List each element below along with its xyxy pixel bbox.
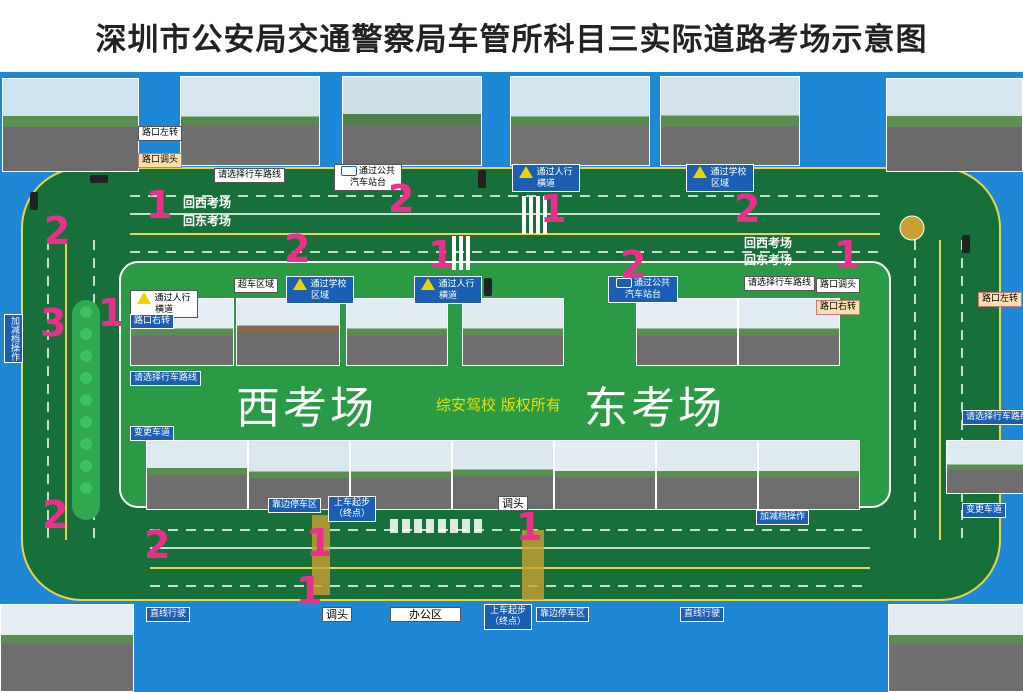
photo-low-6 bbox=[656, 440, 758, 510]
sign-gear-left: 加减档操作 bbox=[4, 314, 23, 363]
marker-15: 1 bbox=[516, 505, 543, 549]
sign-curb-stop: 靠边停车区 bbox=[268, 498, 322, 513]
sign-crosswalk-top: 通过人行横道 bbox=[512, 164, 580, 192]
photo-low-7 bbox=[758, 440, 860, 510]
sign-crosswalk-mid: 通过人行横道 bbox=[414, 276, 482, 304]
sign-school-mid: 通过学校区域 bbox=[286, 276, 354, 304]
zebra-crossing-top bbox=[452, 196, 547, 270]
sign-change-lane-right: 变更车道 bbox=[962, 503, 1007, 518]
photo-top-6 bbox=[886, 78, 1023, 172]
left-median bbox=[72, 300, 100, 520]
hatch-box-left bbox=[312, 515, 330, 595]
marker-11: 1 bbox=[834, 233, 861, 277]
sign-left-turn-right: 路口左转 bbox=[978, 292, 1023, 307]
sign-straight-right: 直线行驶 bbox=[680, 607, 725, 622]
marker-3: 2 bbox=[734, 187, 761, 231]
traffic-lights bbox=[30, 170, 970, 296]
sign-choose-lane-right: 请选择行车路线 bbox=[744, 276, 816, 291]
bus-icon-mid bbox=[615, 278, 632, 288]
pedestrian-warning-icon-left bbox=[137, 292, 152, 304]
photo-low-5 bbox=[554, 440, 656, 510]
photo-low-1 bbox=[146, 440, 248, 510]
sign-bus-stop-mid: 通过公共汽车站台 bbox=[608, 276, 678, 303]
sign-left-turn-top: 路口左转 bbox=[138, 126, 183, 141]
parking-slots bbox=[390, 519, 482, 533]
roundabout-marker bbox=[899, 215, 925, 241]
photo-mid-3 bbox=[346, 298, 448, 366]
sign-office: 办公区 bbox=[390, 607, 461, 622]
watermark: 综安驾校 版权所有 bbox=[436, 396, 561, 414]
sign-bus-stop-mid-label: 通过公共汽车站台 bbox=[624, 278, 670, 300]
map-title: 深圳市公安局交通警察局车管所科目三实际道路考场示意图 bbox=[95, 22, 928, 58]
title-bar: 深圳市公安局交通警察局车管所科目三实际道路考场示意图 bbox=[0, 0, 1023, 72]
sign-school-top: 通过学校区域 bbox=[686, 164, 754, 192]
east-area-label: 东考场 bbox=[584, 383, 725, 434]
sign-u-turn-bottom: 调头 bbox=[322, 607, 352, 622]
marker-13: 2 bbox=[144, 523, 171, 567]
photo-bottom-left bbox=[0, 604, 134, 692]
marker-1: 1 bbox=[146, 183, 173, 227]
photo-top-5 bbox=[660, 76, 800, 166]
sign-school-mid-label: 通过学校区域 bbox=[310, 279, 347, 301]
sign-straight-left: 直线行驶 bbox=[146, 607, 191, 622]
photo-bottom-right bbox=[888, 604, 1023, 692]
photo-top-3 bbox=[342, 76, 482, 166]
photo-top-4 bbox=[510, 76, 650, 166]
photo-mid-2 bbox=[236, 298, 340, 366]
sign-u-turn-left: 路口右转 bbox=[130, 314, 175, 329]
hatch-box-right bbox=[522, 530, 544, 600]
marker-10: 2 bbox=[620, 243, 647, 287]
road-label-back-west-1: 回西考场 bbox=[183, 196, 232, 210]
sign-curb-stop-2: 靠边停车区 bbox=[536, 607, 590, 622]
sign-u-turn-right: 路口调头 bbox=[816, 278, 861, 293]
sign-crosswalk-top-label: 通过人行横道 bbox=[536, 167, 573, 189]
photo-mid-5 bbox=[636, 298, 738, 366]
marker-16: 1 bbox=[296, 569, 323, 613]
marker-5: 2 bbox=[44, 209, 71, 253]
sign-gear-right: 加减档操作 bbox=[756, 510, 810, 525]
marker-9: 1 bbox=[428, 233, 455, 277]
sign-bus-stop-top: 通过公共汽车站台 bbox=[334, 164, 402, 191]
marker-4: 1 bbox=[540, 187, 567, 231]
sign-school-top-label: 通过学校区域 bbox=[710, 167, 747, 189]
sign-crosswalk-mid-label: 通过人行横道 bbox=[438, 279, 475, 301]
school-warning-icon bbox=[693, 166, 708, 178]
west-area-label: 西考场 bbox=[236, 383, 377, 434]
sign-u-turn-top: 路口调头 bbox=[138, 153, 183, 168]
sign-right-turn-right: 路口右转 bbox=[816, 300, 861, 315]
road-label-back-east-2: 回东考场 bbox=[744, 253, 793, 267]
road-label-back-east-1: 回东考场 bbox=[183, 214, 232, 228]
marker-6: 3 bbox=[40, 301, 67, 345]
sign-crosswalk-left-label: 通过人行横道 bbox=[154, 293, 191, 315]
marker-7: 1 bbox=[98, 291, 125, 335]
road-label-back-west-2: 回西考场 bbox=[744, 236, 793, 250]
marker-14: 1 bbox=[306, 521, 333, 565]
photo-top-2 bbox=[180, 76, 320, 166]
sign-overtake: 超车区域 bbox=[234, 278, 279, 293]
sign-choose-lane-top: 请选择行车路线 bbox=[214, 168, 286, 183]
sign-choose-lane-east: 请选择行车路线 bbox=[962, 410, 1023, 425]
bus-icon bbox=[340, 166, 357, 176]
photo-mid-4 bbox=[462, 298, 564, 366]
sign-change-lane-left: 变更车道 bbox=[130, 426, 175, 441]
photo-top-1 bbox=[2, 78, 139, 172]
sign-u-turn-bottom-mid: 调头 bbox=[498, 496, 528, 511]
left-median-shrubs bbox=[80, 306, 92, 494]
marker-8: 2 bbox=[284, 227, 311, 271]
sign-start-end-2: 上车起步（终点） bbox=[484, 604, 532, 630]
sign-bus-stop-top-label: 通过公共汽车站台 bbox=[349, 166, 395, 188]
sign-choose-lane-left: 请选择行车路线 bbox=[130, 371, 202, 386]
marker-12: 2 bbox=[42, 493, 69, 537]
pedestrian-warning-icon-mid bbox=[421, 278, 436, 290]
sign-start-end-1: 上车起步（终点） bbox=[328, 496, 376, 522]
marker-2: 2 bbox=[388, 177, 415, 221]
photo-right-1 bbox=[946, 440, 1023, 494]
pedestrian-warning-icon bbox=[519, 166, 534, 178]
school-warning-icon-mid bbox=[293, 278, 308, 290]
